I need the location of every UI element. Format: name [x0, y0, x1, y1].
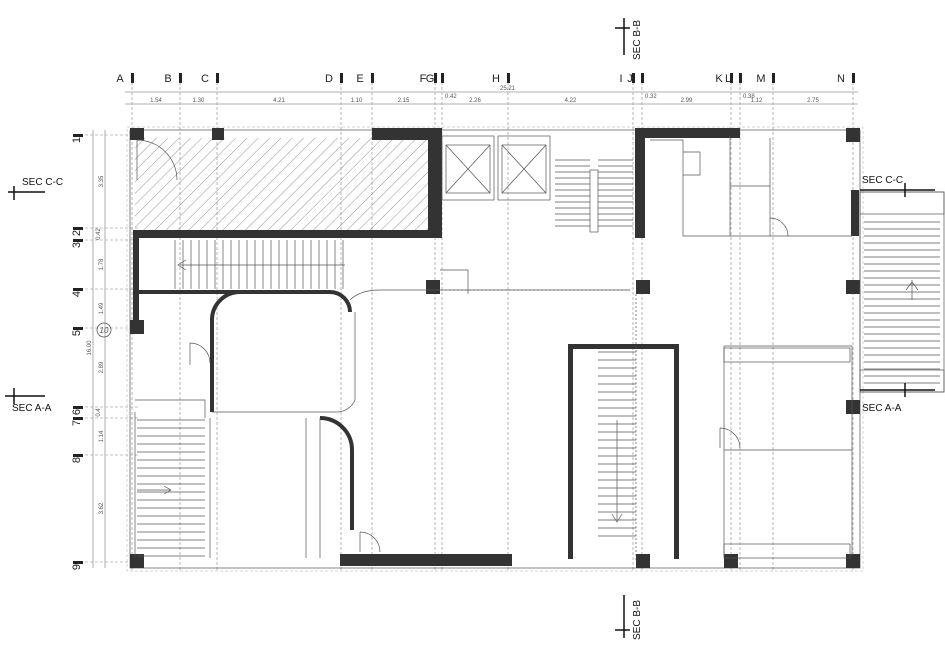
column-marker: [772, 73, 775, 83]
section-a-right: SEC A-A: [862, 403, 902, 414]
column-marker: [371, 73, 374, 83]
dimension-lines: 25.21 1.54 1.30 4.21 1.10 2.15 0.42 2.26 4.22 0.3…: [87, 86, 858, 568]
column-dimension: 2.15: [398, 98, 410, 104]
row-label: 4: [71, 291, 83, 297]
row-dimension: 3.35: [99, 175, 105, 187]
column-dimension: 4.22: [565, 98, 577, 104]
row-dimension: 1.49: [99, 302, 105, 314]
row-marker: [73, 561, 83, 564]
row-label: 8: [71, 457, 83, 463]
column-label: B: [164, 73, 171, 85]
section-b-top: SEC B-B: [632, 20, 643, 60]
column-marker: [641, 73, 644, 83]
row-marker: [73, 454, 83, 457]
column-label: E: [356, 73, 363, 85]
column-label: M: [756, 73, 765, 85]
partitions: [134, 136, 853, 560]
column-label: G: [426, 73, 435, 85]
hatched-slab: [135, 138, 433, 230]
column-dimension: 2.75: [807, 98, 819, 104]
walls: [130, 128, 860, 568]
row-marker: [73, 239, 83, 242]
row-label: 5: [71, 330, 83, 336]
column-marker: [131, 73, 134, 83]
row-marker: [73, 288, 83, 291]
section-c-left: SEC C-C: [22, 177, 63, 188]
column-dimension: 0.38: [743, 94, 755, 100]
column-dimension: 2.99: [681, 98, 693, 104]
column-marker: [739, 73, 742, 83]
total-width: 25.21: [500, 86, 516, 92]
column-label: K: [715, 73, 723, 85]
column-marker: [632, 73, 635, 83]
column-label: D: [325, 73, 333, 85]
row-label: 6: [71, 409, 83, 415]
row-label: 2: [71, 230, 83, 236]
external-stair: [859, 191, 945, 393]
stairs: [137, 159, 940, 557]
column-label: C: [201, 73, 209, 85]
section-a-left: SEC A-A: [12, 403, 52, 414]
column-marker: [434, 73, 437, 83]
column-label: J: [627, 73, 633, 85]
row-marker: [73, 417, 83, 420]
column-dimension: 1.10: [351, 98, 363, 104]
column-marker: [852, 73, 855, 83]
row-label: 1: [71, 137, 83, 143]
total-height: 16.00: [87, 340, 93, 356]
level-marker-text: 10: [100, 326, 109, 335]
row-marker: [73, 327, 83, 330]
column-marker: [441, 73, 444, 83]
column-marker: [730, 73, 733, 83]
row-dimension: 0.4: [96, 408, 102, 417]
column-dimension: 2.26: [469, 98, 481, 104]
column-dimension: 4.21: [273, 98, 285, 104]
column-dimension: 1.54: [150, 98, 162, 104]
row-marker: [73, 134, 83, 137]
column-marker: [179, 73, 182, 83]
row-label: 3: [71, 242, 83, 248]
section-b-bottom: SEC B-B: [632, 600, 643, 640]
column-label: N: [837, 73, 845, 85]
row-dimension: 3.62: [99, 502, 105, 514]
section-c-right: SEC C-C: [862, 175, 903, 186]
row-marker: [73, 406, 83, 409]
column-label: H: [492, 73, 500, 85]
column-marker: [507, 73, 510, 83]
row-dimension: 0.42: [96, 228, 102, 240]
elevators: [441, 135, 551, 201]
column-dimension: 1.12: [751, 98, 763, 104]
row-label: 9: [71, 564, 83, 570]
column-dimension: 0.42: [445, 94, 457, 100]
column-marker: [216, 73, 219, 83]
column-marker: [340, 73, 343, 83]
row-dimension: 1.14: [99, 430, 105, 442]
column-label: F: [420, 73, 427, 85]
section-markers: SEC B-B SEC B-B SEC C-C SEC C-C SEC A-A …: [5, 18, 935, 640]
level-marker: [96, 322, 112, 338]
column-label: A: [116, 73, 124, 85]
column-label: I: [619, 73, 622, 85]
column-dimension: 1.30: [193, 98, 205, 104]
row-dimension: 1.78: [99, 258, 105, 270]
column-label: L: [725, 73, 731, 85]
column-dimension: 0.32: [645, 94, 657, 100]
row-dimension: 2.89: [99, 361, 105, 373]
row-marker: [73, 227, 83, 230]
row-label: 7: [71, 420, 83, 426]
